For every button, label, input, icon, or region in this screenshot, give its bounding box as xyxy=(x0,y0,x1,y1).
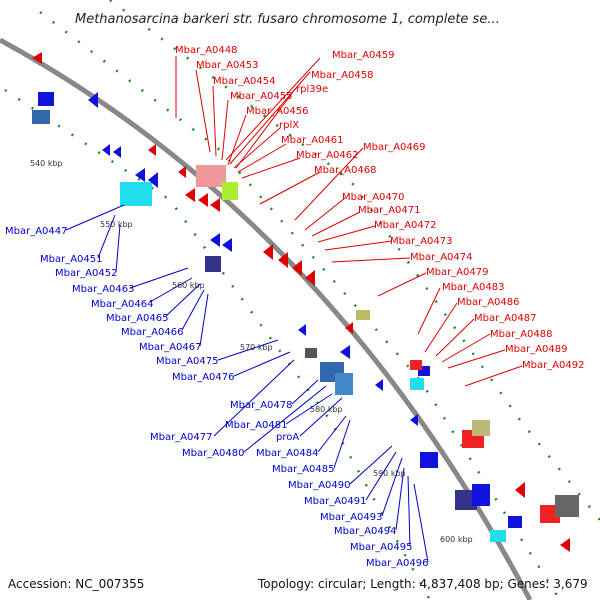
gene-label[interactable]: Mbar_A0480 xyxy=(182,448,245,459)
gene-label[interactable]: Mbar_A0484 xyxy=(256,448,319,459)
accession-text: Accession: NC_007355 xyxy=(8,577,144,591)
gene-label[interactable]: Mbar_A0469 xyxy=(363,142,426,153)
gene-label[interactable]: Mbar_A0463 xyxy=(72,284,135,295)
gene-label[interactable]: Mbar_A0479 xyxy=(426,267,489,278)
gene-label[interactable]: Mbar_A0496 xyxy=(366,558,429,569)
kbp-mark: 550 kbp xyxy=(100,220,133,229)
gene-label[interactable]: Mbar_A0495 xyxy=(350,542,413,553)
gene-label[interactable]: Mbar_A0485 xyxy=(272,464,335,475)
gene-label[interactable]: rpl39e xyxy=(296,84,328,95)
gene-label[interactable]: Mbar_A0453 xyxy=(196,60,259,71)
gene-label[interactable]: Mbar_A0468 xyxy=(314,165,377,176)
gene-label[interactable]: Mbar_A0475 xyxy=(156,356,219,367)
gene-label[interactable]: Mbar_A0459 xyxy=(332,50,395,61)
gene-label[interactable]: proA xyxy=(276,432,299,443)
reverse-genes xyxy=(32,92,522,542)
gene-label[interactable]: Mbar_A0464 xyxy=(91,299,154,310)
gene-label[interactable]: Mbar_A0461 xyxy=(281,135,344,146)
topology-text: Topology: circular; Length: 4,837,408 bp… xyxy=(257,577,588,591)
tick-tracks xyxy=(4,0,600,600)
gene-label[interactable]: Mbar_A0491 xyxy=(304,496,367,507)
gene-label[interactable]: Mbar_A0483 xyxy=(442,282,505,293)
kbp-mark: 560 kbp xyxy=(172,281,205,290)
gene-label[interactable]: Mbar_A0470 xyxy=(342,192,405,203)
gene-label[interactable]: Mbar_A0494 xyxy=(334,526,397,537)
gene-label[interactable]: Mbar_A0467 xyxy=(139,342,202,353)
gene-label[interactable]: Mbar_A0452 xyxy=(55,268,118,279)
gene-label[interactable]: Mbar_A0492 xyxy=(522,360,585,371)
gene-label[interactable]: rplX xyxy=(279,120,299,131)
gene-label[interactable]: Mbar_A0456 xyxy=(246,106,309,117)
gene-label[interactable]: Mbar_A0493 xyxy=(320,512,383,523)
gene-label[interactable]: Mbar_A0487 xyxy=(474,313,537,324)
red-leader-lines xyxy=(175,56,523,387)
gene-label[interactable]: Mbar_A0455 xyxy=(230,91,293,102)
gene-label[interactable]: Mbar_A0458 xyxy=(311,70,374,81)
red-labels: Mbar_A0448 Mbar_A0453 Mbar_A0454 Mbar_A0… xyxy=(175,45,585,371)
kbp-mark: 590 kbp xyxy=(373,469,406,478)
gene-label[interactable]: Mbar_A0473 xyxy=(390,236,453,247)
gene-label[interactable]: Mbar_A0474 xyxy=(410,252,473,263)
forward-genes xyxy=(32,52,579,552)
gene-label[interactable]: Mbar_A0451 xyxy=(40,254,103,265)
gene-label[interactable]: Mbar_A0489 xyxy=(505,344,568,355)
gene-label[interactable]: Mbar_A0477 xyxy=(150,432,213,443)
kbp-mark: 540 kbp xyxy=(30,159,63,168)
gene-label[interactable]: Mbar_A0478 xyxy=(230,400,293,411)
gene-label[interactable]: Mbar_A0447 xyxy=(5,226,68,237)
gene-label[interactable]: Mbar_A0471 xyxy=(358,205,421,216)
gene-label[interactable]: Mbar_A0466 xyxy=(121,327,184,338)
gene-label[interactable]: Mbar_A0486 xyxy=(457,297,520,308)
gene-label[interactable]: Mbar_A0481 xyxy=(225,420,288,431)
gene-label[interactable]: Mbar_A0488 xyxy=(490,329,553,340)
blue-leader-lines xyxy=(65,204,429,563)
gene-label[interactable]: Mbar_A0448 xyxy=(175,45,238,56)
gene-label[interactable]: Mbar_A0476 xyxy=(172,372,235,383)
kbp-mark: 600 kbp xyxy=(440,535,473,544)
blue-labels: Mbar_A0447 Mbar_A0451 Mbar_A0452 Mbar_A0… xyxy=(5,226,429,569)
map-title: Methanosarcina barkeri str. fusaro chrom… xyxy=(75,12,500,27)
gene-label[interactable]: Mbar_A0462 xyxy=(296,150,359,161)
gene-label[interactable]: Mbar_A0472 xyxy=(374,220,437,231)
gene-label[interactable]: Mbar_A0490 xyxy=(288,480,351,491)
gene-label[interactable]: Mbar_A0465 xyxy=(106,313,169,324)
gene-label[interactable]: Mbar_A0454 xyxy=(213,76,276,87)
kbp-mark: 580 kbp xyxy=(310,405,343,414)
